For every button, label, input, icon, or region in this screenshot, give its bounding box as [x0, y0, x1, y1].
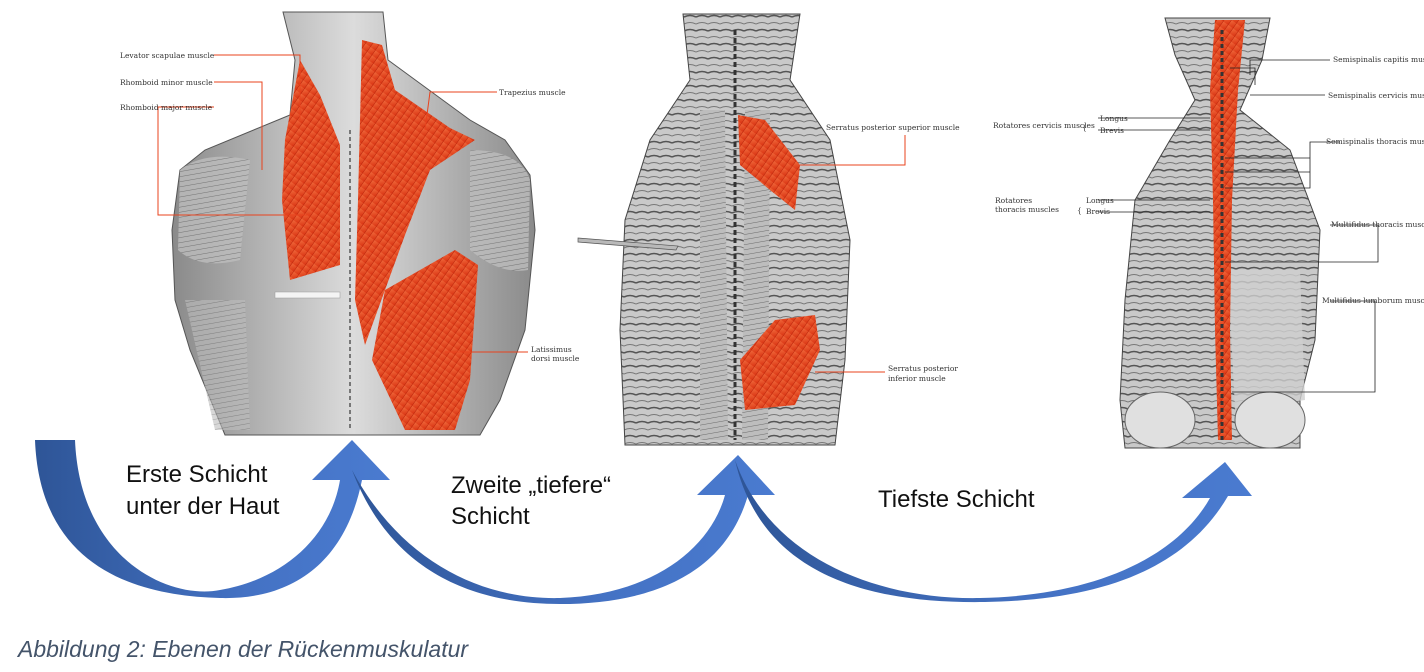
label-semispinalis-thoracis: Semispinalis thoracis muscle [1326, 137, 1424, 146]
back-illustration-3 [1119, 17, 1321, 449]
layer-arrows [35, 440, 1252, 604]
label-brevis-1: Brevis [1100, 126, 1124, 135]
label-semispinalis-capitis: Semispinalis capitis muscle [1333, 55, 1424, 64]
label-semispinalis-cervicis: Semispinalis cervicis muscle [1328, 91, 1424, 100]
layer-label-first-line2: unter der Haut [126, 493, 280, 520]
label-latissimus-line2: dorsi muscle [531, 354, 580, 363]
back-illustration-2 [577, 13, 851, 446]
label-rhomboid-minor: Rhomboid minor muscle [120, 78, 213, 87]
label-trapezius: Trapezius muscle [499, 88, 566, 97]
label-rotatores-thoracis-line1: Rotatores [995, 196, 1032, 205]
panel-intermediate-back: Serratus posterior superior muscle Serra… [577, 13, 960, 446]
panel-superficial-back: Levator scapulae muscle Rhomboid minor m… [120, 11, 580, 436]
leader-lines-1 [157, 54, 528, 353]
bracket-symbol-2: { [1077, 206, 1082, 215]
back-illustration-1 [171, 11, 536, 436]
panel-deep-back: Semispinalis capitis muscle Semispinalis… [993, 17, 1424, 449]
label-brevis-2: Brevis [1086, 207, 1110, 216]
layer-label-third: Tiefste Schicht [878, 486, 1035, 513]
arrow-third-layer [735, 460, 1252, 603]
leader-lines-2 [800, 135, 906, 373]
label-serratus-inferior-line1: Serratus posterior [888, 364, 958, 373]
bracket-symbol-1: { [1082, 123, 1087, 132]
label-multifidus-lumborum: Multifidus lumborum muscles [1322, 296, 1424, 305]
label-rotatores-thoracis-line2: thoracis muscles [995, 205, 1059, 214]
figure-caption: Abbildung 2: Ebenen der Rückenmuskulatur [18, 636, 469, 662]
arrow-first-layer [35, 440, 390, 599]
label-rhomboid-major: Rhomboid major muscle [120, 103, 213, 112]
label-levator-scapulae: Levator scapulae muscle [120, 51, 215, 60]
layer-label-second-line2: Schicht [451, 503, 530, 530]
label-multifidus-thoracis: Multifidus thoracis muscles [1331, 220, 1424, 229]
label-serratus-superior: Serratus posterior superior muscle [826, 123, 960, 132]
layer-label-second-line1: Zweite „tiefere“ [451, 472, 611, 499]
arrow-second-layer [352, 455, 775, 604]
label-serratus-inferior-line2: inferior muscle [888, 374, 946, 383]
leader-lines-3 [1098, 59, 1379, 393]
label-latissimus-line1: Latissimus [531, 345, 572, 354]
layer-label-first-line1: Erste Schicht [126, 461, 268, 488]
label-longus-2: Longus [1086, 196, 1114, 205]
label-rotatores-cervicis: Rotatores cervicis muscles [993, 121, 1095, 130]
label-longus-1: Longus [1100, 114, 1128, 123]
